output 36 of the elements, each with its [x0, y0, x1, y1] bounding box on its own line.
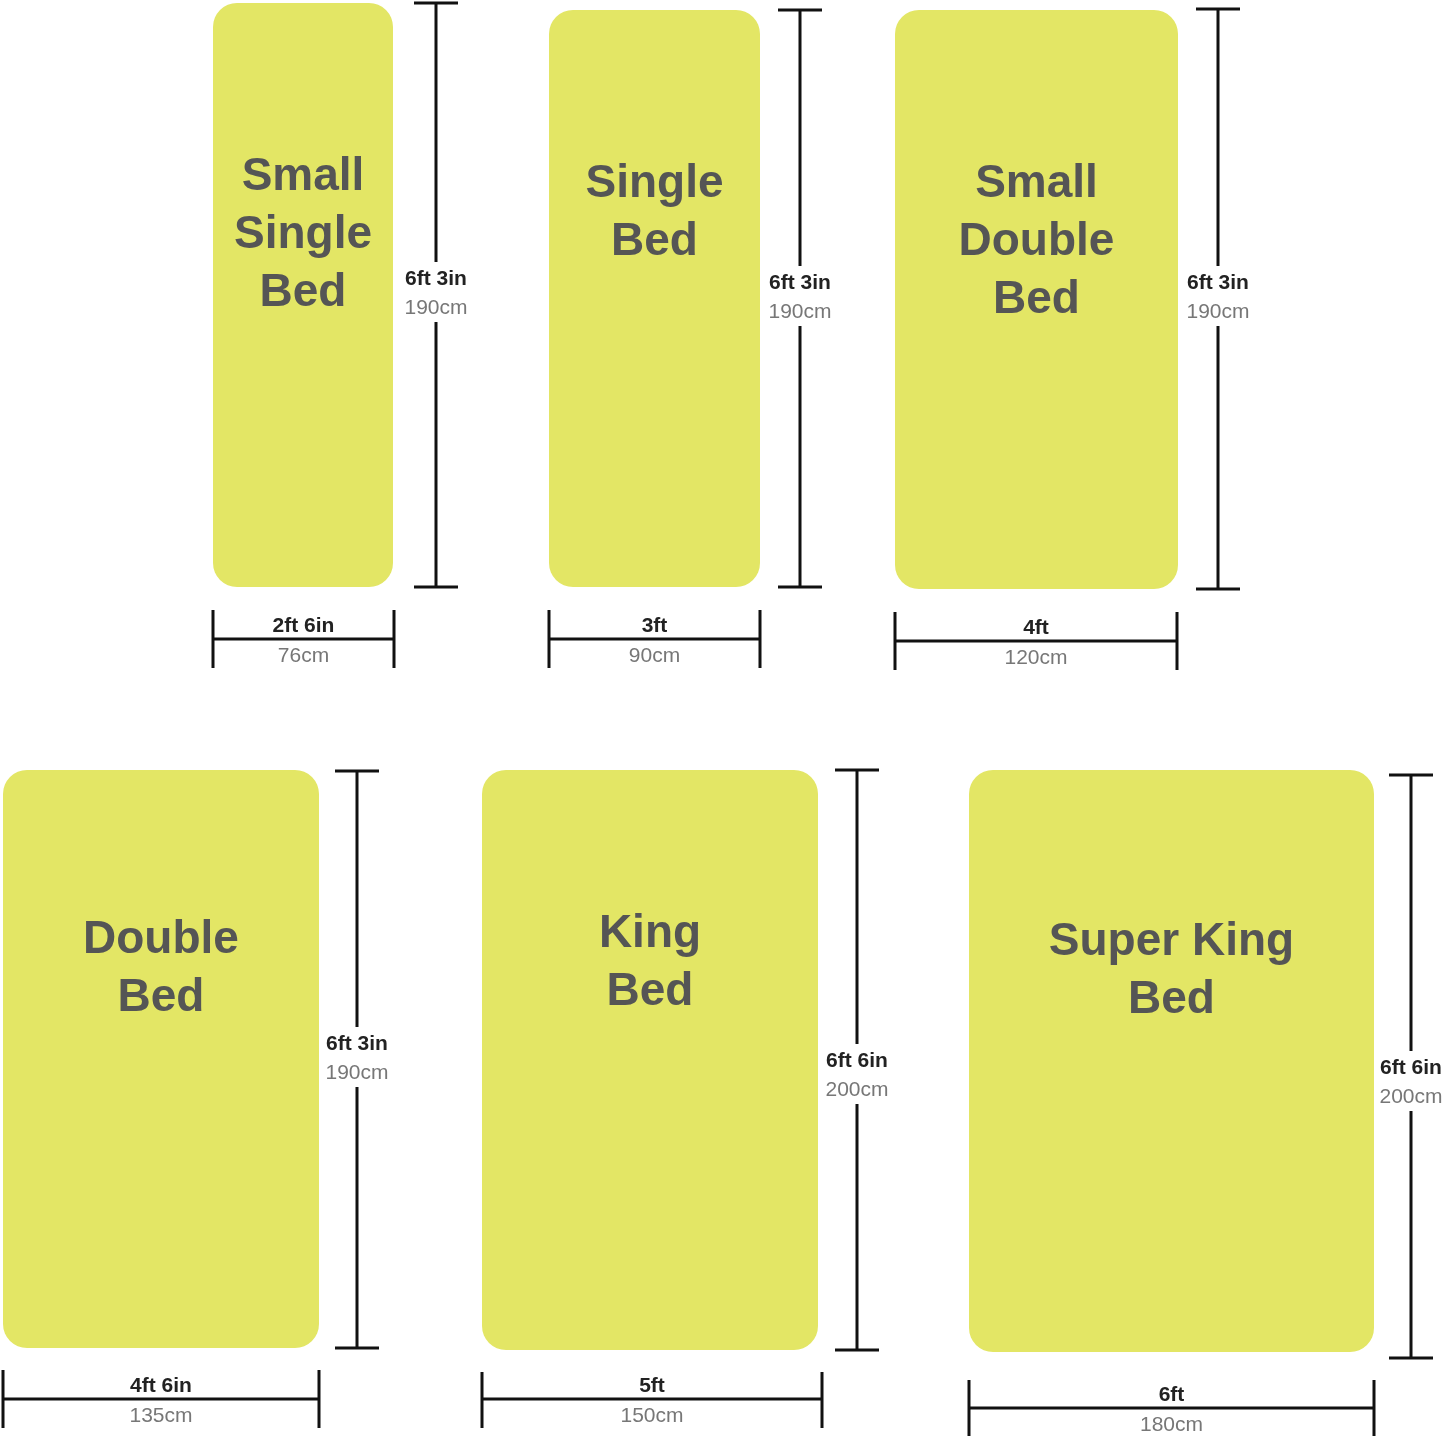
bed-name: Small Single Bed: [233, 147, 373, 318]
bed-shape: [3, 770, 319, 1348]
imperial-dimension: 6ft 3in: [769, 270, 831, 294]
imperial-dimension: 6ft 3in: [405, 266, 467, 290]
metric-dimension: 200cm: [1379, 1084, 1443, 1108]
imperial-dimension: 2ft 6in: [272, 613, 335, 637]
metric-dimension: 180cm: [1140, 1412, 1203, 1436]
imperial-dimension: 3ft: [641, 613, 668, 637]
bed-shape: [482, 770, 818, 1350]
imperial-dimension: 6ft 6in: [826, 1048, 888, 1072]
metric-dimension: 190cm: [325, 1060, 389, 1084]
imperial-dimension: 4ft: [1023, 615, 1049, 639]
metric-dimension: 190cm: [404, 295, 468, 319]
metric-dimension: 76cm: [277, 643, 330, 667]
bed-shape: [549, 10, 760, 587]
metric-dimension: 135cm: [129, 1403, 193, 1427]
metric-dimension: 150cm: [620, 1403, 684, 1427]
imperial-dimension: 4ft 6in: [130, 1373, 192, 1397]
metric-dimension: 120cm: [1004, 645, 1068, 669]
bed-name: Double Bed: [82, 910, 240, 1023]
imperial-dimension: 6ft 3in: [326, 1031, 388, 1055]
bed-shape: [213, 3, 393, 587]
bed-shape: [969, 770, 1374, 1352]
metric-dimension: 90cm: [628, 643, 681, 667]
imperial-dimension: 6ft 6in: [1380, 1055, 1442, 1079]
metric-dimension: 190cm: [768, 299, 832, 323]
bed-shape: [895, 10, 1178, 589]
bed-name: Super King Bed: [1047, 912, 1296, 1025]
bed-name: Single Bed: [584, 154, 725, 267]
bed-name: Small Double Bed: [957, 154, 1116, 325]
imperial-dimension: 6ft 3in: [1187, 270, 1249, 294]
metric-dimension: 200cm: [825, 1077, 889, 1101]
imperial-dimension: 5ft: [639, 1373, 665, 1397]
imperial-dimension: 6ft: [1158, 1382, 1185, 1406]
bed-name: King Bed: [597, 904, 703, 1017]
metric-dimension: 190cm: [1186, 299, 1250, 323]
